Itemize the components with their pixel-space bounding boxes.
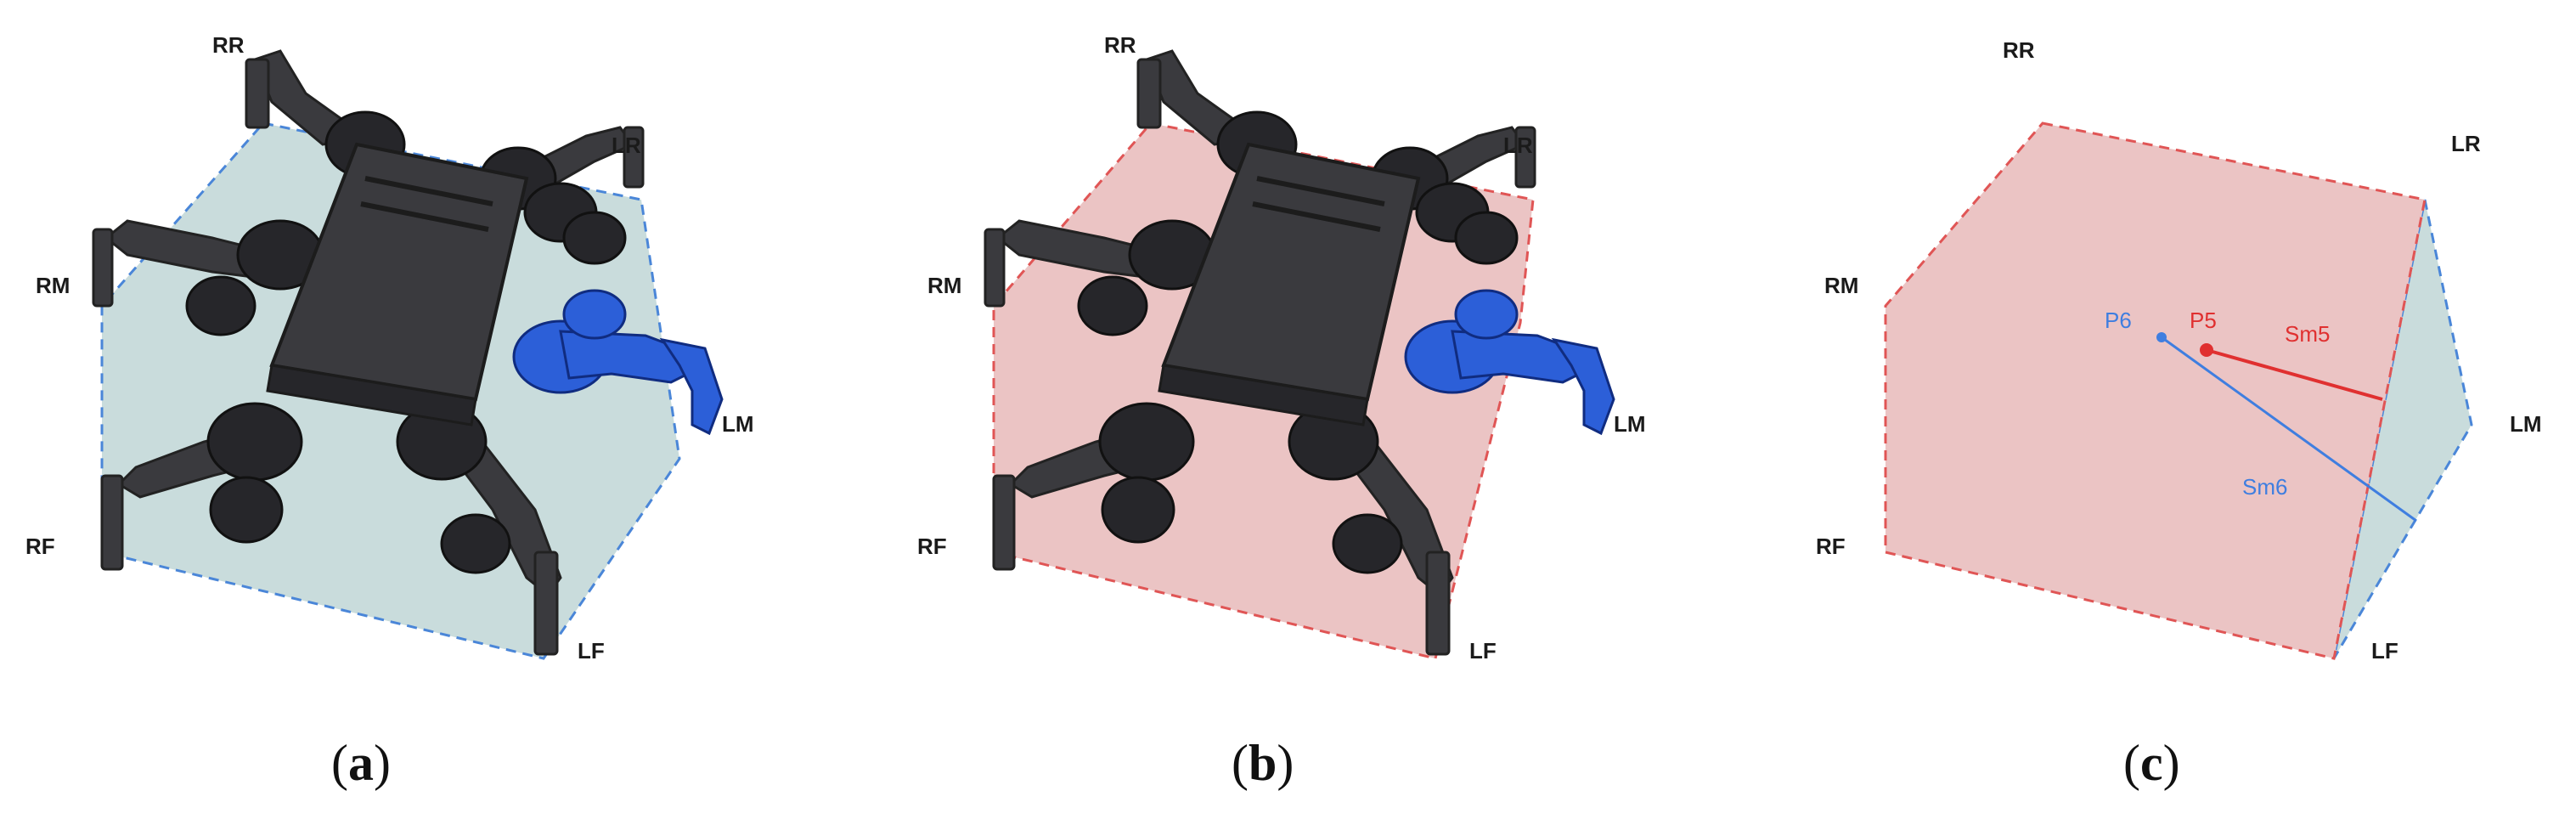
leg-label-rm: RM [1824,273,1858,298]
support-polygon-red [1884,121,2427,660]
leg-label-lm: LM [1614,411,1646,437]
point-label-p6: P6 [2105,308,2132,333]
margin-line-sm5 [2206,348,2383,401]
panel-b: RR LR RM LM RF LF (b) [917,32,1646,791]
leg-label-rf: RF [25,534,55,559]
margin-label-sm6: Sm6 [2242,474,2287,500]
point-p5 [2200,343,2213,357]
leg-label-lm: LM [2510,411,2542,437]
leg-label-rf: RF [1816,534,1846,559]
panel-c: P6 P5 Sm5 Sm6 RR LR RM LM RF LF (c) [1816,37,2542,791]
leg-label-rr: RR [2003,37,2035,63]
leg-label-lf: LF [1469,638,1497,664]
leg-label-rm: RM [36,273,70,298]
leg-label-lf: LF [2371,638,2398,664]
point-label-p5: P5 [2190,308,2217,333]
margin-label-sm5: Sm5 [2285,321,2330,347]
leg-label-rr: RR [1104,32,1136,58]
margin-line-sm6 [2161,336,2417,522]
leg-label-rm: RM [927,273,961,298]
caption-c: (c) [2123,735,2180,791]
caption-a: (a) [331,735,391,791]
caption-b: (b) [1232,735,1294,791]
leg-label-lr: LR [612,133,641,158]
point-p6 [2156,332,2167,342]
leg-label-rr: RR [212,32,245,58]
leg-label-lr: LR [2451,131,2481,156]
leg-label-lm: LM [722,411,754,437]
panel-a: RR LR RM LM RF LF (a) [25,32,754,791]
leg-label-lr: LR [1503,133,1533,158]
leg-label-rf: RF [917,534,947,559]
leg-label-lf: LF [578,638,605,664]
